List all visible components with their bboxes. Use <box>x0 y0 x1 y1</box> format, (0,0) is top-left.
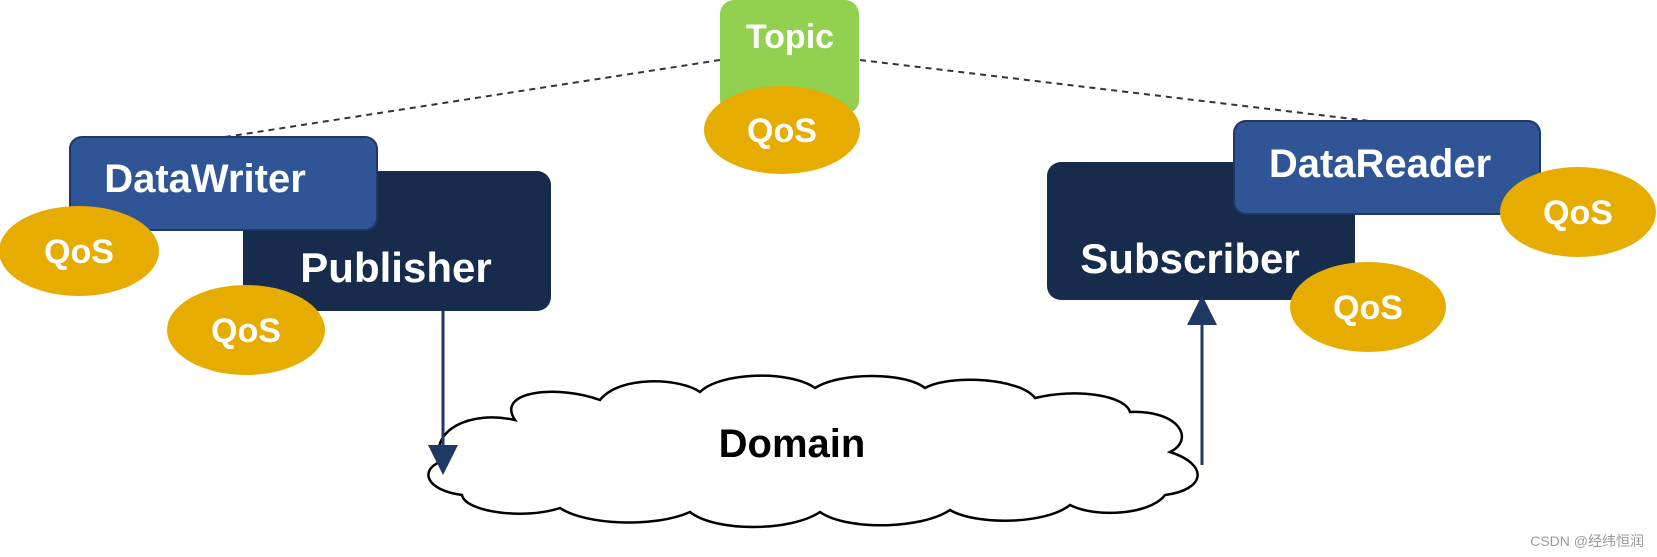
datareader-qos-ellipse[interactable] <box>1500 167 1656 257</box>
datareader-qos-label: QoS <box>1543 194 1613 232</box>
domain-label: Domain <box>719 422 866 466</box>
subscriber-qos-ellipse[interactable] <box>1290 262 1446 352</box>
datawriter-qos-ellipse[interactable] <box>0 206 159 296</box>
datawriter-box[interactable] <box>69 136 378 231</box>
datawriter-label: DataWriter <box>104 157 306 201</box>
publisher-label: Publisher <box>300 244 491 291</box>
datawriter-qos-label: QoS <box>44 233 114 271</box>
datareader-box[interactable] <box>1233 120 1541 215</box>
topic-writer-link <box>224 59 721 138</box>
publisher-qos-label: QoS <box>211 312 281 350</box>
datareader-label: DataReader <box>1269 142 1491 186</box>
watermark: CSDN @经纬恒润 <box>1530 533 1644 549</box>
topic-qos-ellipse[interactable] <box>704 86 860 174</box>
subscriber-label: Subscriber <box>1080 235 1299 282</box>
subscriber-qos-label: QoS <box>1333 289 1403 327</box>
topic-reader-link <box>859 59 1379 123</box>
domain-cloud[interactable] <box>427 374 1199 529</box>
topic-qos-label: QoS <box>747 112 817 150</box>
publisher-qos-ellipse[interactable] <box>167 285 325 375</box>
topic-label: Topic <box>746 18 834 56</box>
topic-box[interactable] <box>720 0 859 114</box>
